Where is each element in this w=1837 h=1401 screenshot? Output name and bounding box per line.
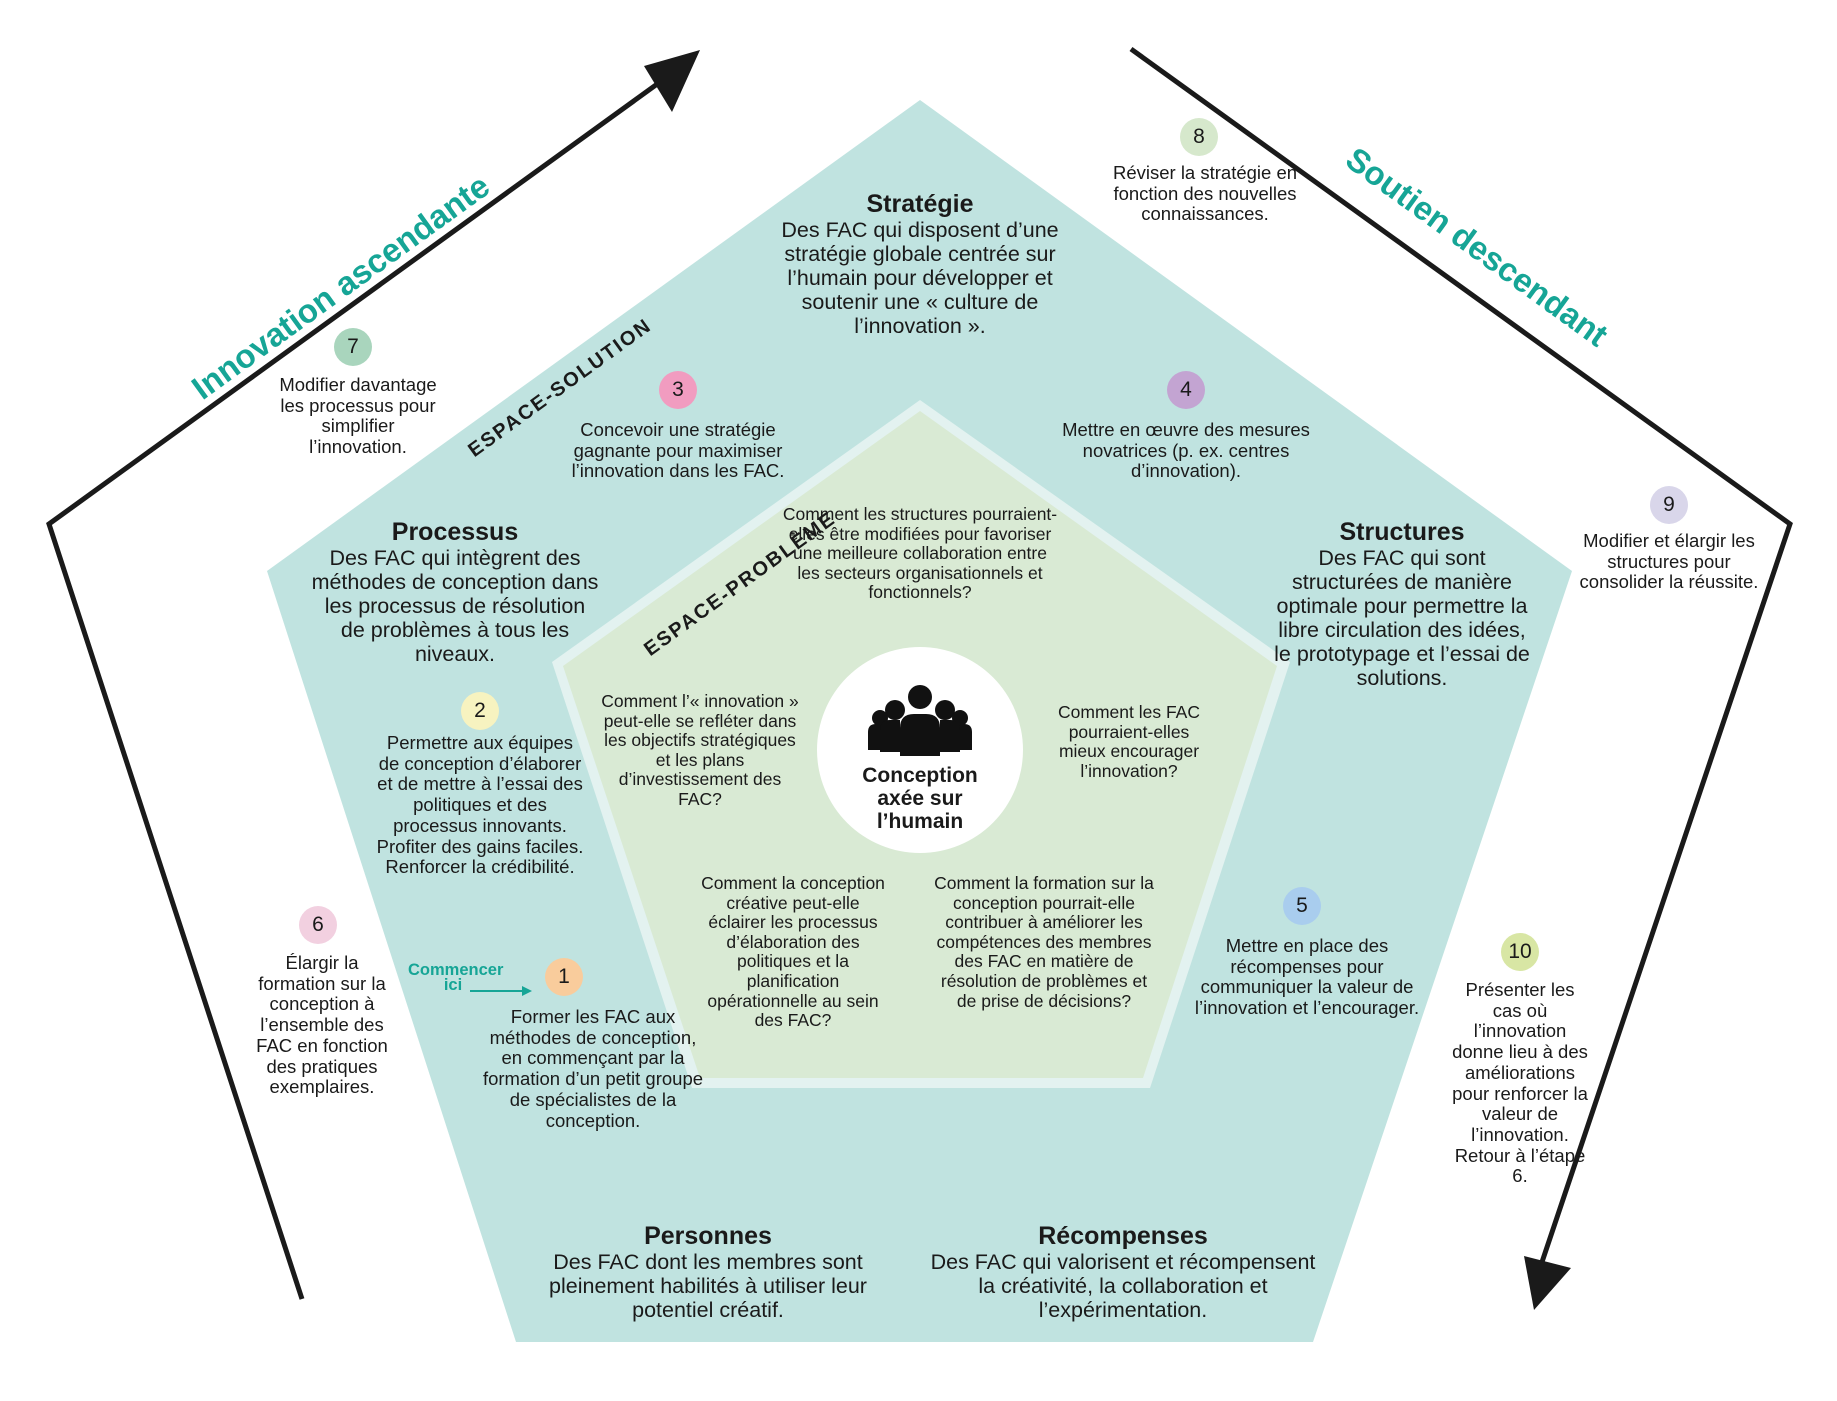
descending-arrow-line [1129,46,1793,1269]
pillar-people: Personnes Des FAC dont les membres sont … [518,1222,898,1322]
pillar-processes: Processus Des FAC qui intègrent des méth… [310,518,600,666]
question-structures: Comment les structures pourraient-elles … [782,504,1058,603]
step-text-10: Présenter les cas où l’innovation donne … [1452,979,1588,1187]
pillar-structures: Structures Des FAC qui sont structurées … [1270,518,1535,690]
pillar-title: Récompenses [1038,1222,1208,1250]
step-badge-2: 2 [461,692,499,730]
pillar-title: Structures [1339,518,1465,546]
pillar-desc: Des FAC qui intègrent des méthodes de co… [311,546,599,667]
question-rewards: Comment les FAC pourraient-elles mieux e… [1058,702,1200,781]
pillar-rewards: Récompenses Des FAC qui valorisent et ré… [923,1222,1323,1322]
pillar-title: Stratégie [866,190,974,218]
pillar-desc: Des FAC dont les membres sont pleinement… [549,1250,867,1323]
pillar-desc: Des FAC qui disposent d’une stratégie gl… [781,218,1059,339]
step-text-7: Modifier davantage les processus pour si… [279,374,437,458]
start-here-text: Commencer ici [408,961,504,994]
step-badge-4: 4 [1167,371,1205,409]
pillar-desc: Des FAC qui sont structurées de manière … [1274,546,1530,691]
step-badge-10: 10 [1501,933,1539,971]
step-text-4: Mettre en œuvre des mesures novatrices (… [1062,419,1310,482]
question-processes: Comment la conception créative peut-elle… [701,873,885,1031]
question-strategy: Comment l’« innovation » peut-elle se re… [601,691,799,809]
people-group-icon [868,685,972,756]
question-people: Comment la formation sur la conception p… [934,873,1154,1011]
step-text-5: Mettre en place des récompenses pour com… [1194,935,1420,1019]
ascending-arrowhead [644,50,700,112]
start-arrow-icon [470,986,532,996]
descending-arrowhead [1524,1256,1571,1310]
pillar-title: Personnes [644,1222,772,1250]
step-text-6: Élargir la formation sur la conception à… [256,952,388,1098]
step-text-1: Former les FAC aux méthodes de conceptio… [482,1006,704,1131]
step-text-3: Concevoir une stratégie gagnante pour ma… [571,419,785,482]
step-badge-1: 1 [545,958,583,996]
step-badge-8: 8 [1180,118,1218,156]
step-text-8: Réviser la stratégie en fonction des nou… [1112,162,1298,225]
ascending-arrow-line [46,79,662,1300]
step-text-2: Permettre aux équipes de conception d’él… [376,732,584,878]
pillar-strategy: Stratégie Des FAC qui disposent d’une st… [760,190,1080,338]
start-here-label: Commencer ici [408,962,503,993]
step-badge-7: 7 [334,328,372,366]
step-badge-5: 5 [1283,887,1321,925]
step-text-9: Modifier et élargir les structures pour … [1579,530,1759,593]
center-label: Conception axée sur l’humain [862,764,978,834]
step-badge-6: 6 [299,906,337,944]
step-badge-3: 3 [659,371,697,409]
pillar-title: Processus [391,518,519,546]
pillar-desc: Des FAC qui valorisent et récompensent l… [930,1250,1316,1323]
step-badge-9: 9 [1650,486,1688,524]
